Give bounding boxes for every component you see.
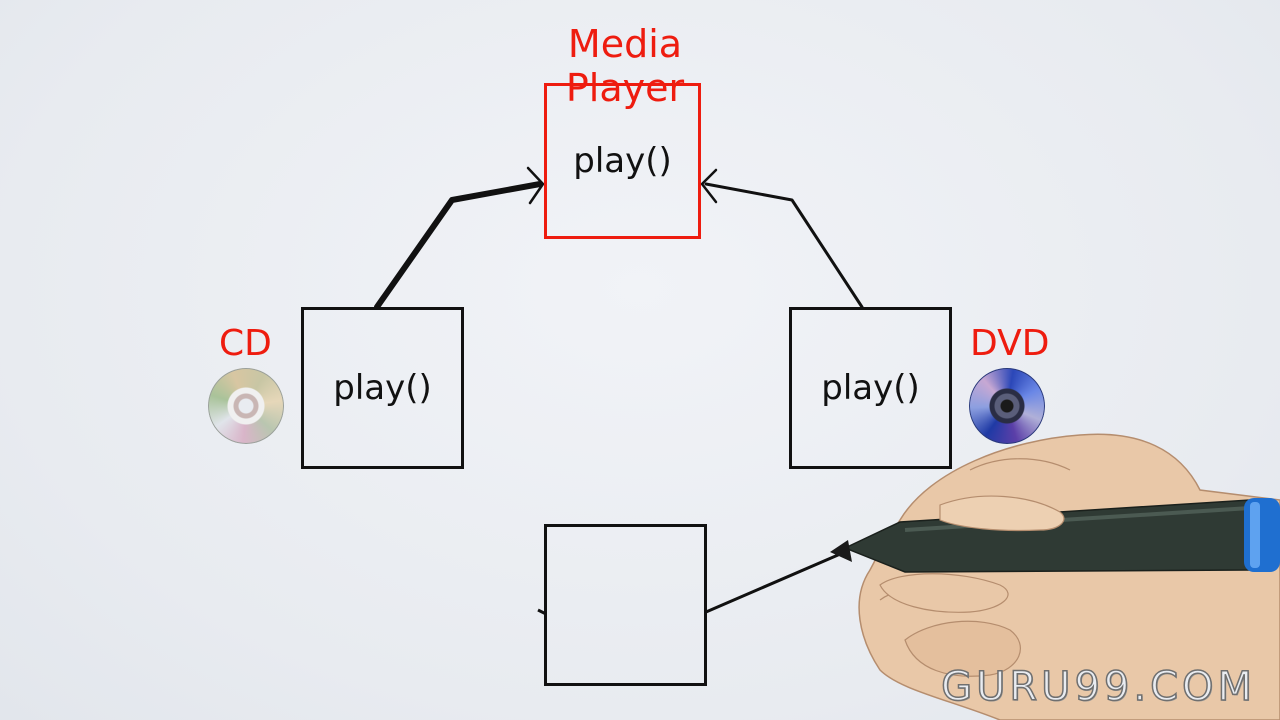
- media-player-method: play(): [573, 141, 672, 181]
- cd-inheritance-arrow: [374, 181, 543, 310]
- dvd-method: play(): [821, 368, 920, 408]
- dvd-disc-icon: [969, 368, 1045, 444]
- cd-disc-icon: [208, 368, 284, 444]
- dvd-class-box: play(): [789, 307, 952, 469]
- cd-label: CD: [219, 323, 272, 364]
- cd-method: play(): [333, 368, 432, 408]
- hand-with-marker-illustration: [830, 433, 1280, 720]
- new-class-box: [544, 524, 707, 686]
- dvd-label: DVD: [970, 323, 1050, 364]
- cd-class-box: play(): [301, 307, 464, 469]
- watermark-text: GURU99.COM: [940, 663, 1256, 711]
- cd-arrowhead: [526, 166, 545, 205]
- media-player-title: Media Player: [565, 22, 685, 110]
- dvd-arrowhead: [700, 168, 718, 204]
- dvd-inheritance-arrow: [704, 182, 864, 309]
- new-box-line: [704, 553, 840, 614]
- media-player-class-box: play(): [544, 83, 701, 239]
